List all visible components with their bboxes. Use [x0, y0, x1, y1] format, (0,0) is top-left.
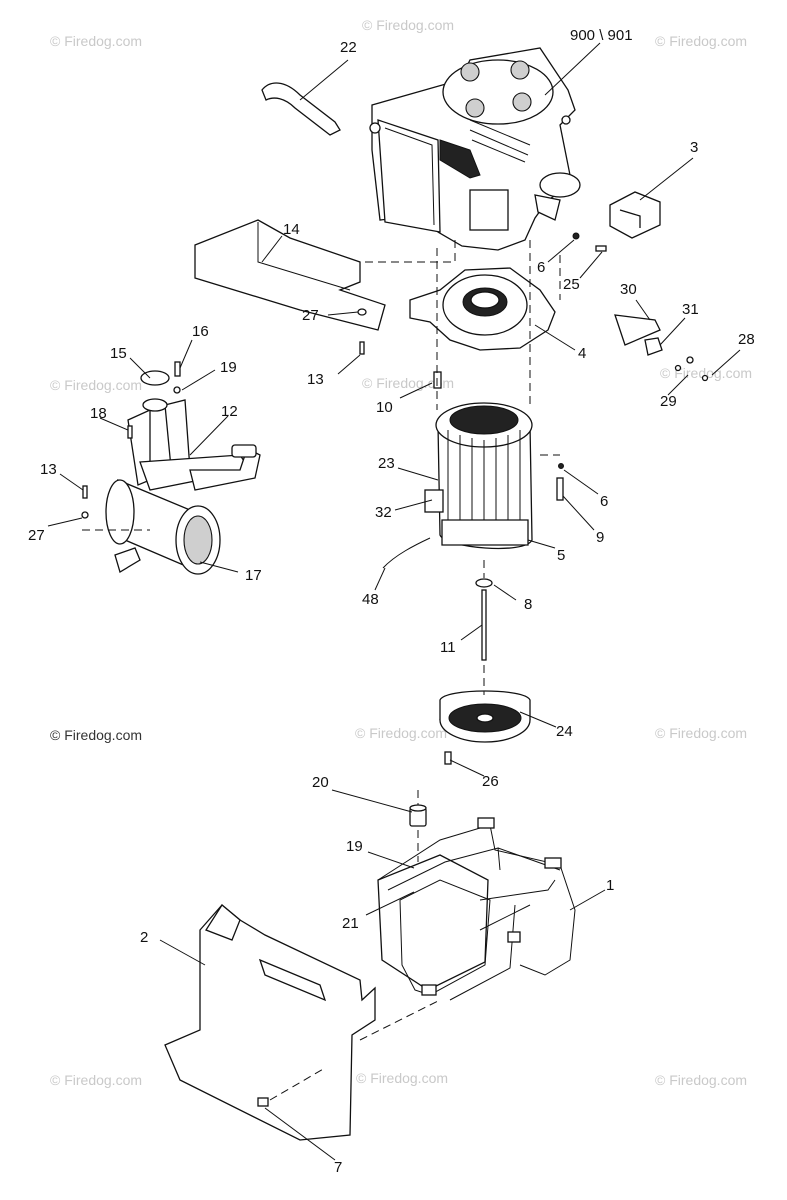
- callout-27: 27: [302, 307, 319, 324]
- watermark: © Firedog.com: [362, 375, 454, 391]
- washer: [475, 578, 493, 588]
- bolt: [359, 341, 365, 355]
- gasket: [140, 370, 170, 386]
- nut: [686, 356, 694, 364]
- callout-8: 8: [524, 596, 532, 613]
- screw: [257, 1097, 269, 1107]
- watermark: © Firedog.com: [655, 1072, 747, 1088]
- callout-24: 24: [556, 723, 573, 740]
- callout-17: 17: [245, 567, 262, 584]
- callout-4: 4: [578, 345, 586, 362]
- callout-15: 15: [110, 345, 127, 362]
- washer: [558, 463, 564, 469]
- callout-2: 2: [140, 929, 148, 946]
- callout-30: 30: [620, 281, 637, 298]
- watermark: © Firedog.com: [362, 17, 454, 33]
- callout-3: 3: [690, 139, 698, 156]
- engine-assembly: [369, 47, 581, 251]
- muffler-assembly: [105, 398, 261, 575]
- nut: [701, 374, 709, 382]
- callout-28: 28: [738, 331, 755, 348]
- callout-21: 21: [342, 915, 359, 932]
- screw: [595, 245, 607, 252]
- callout-27: 27: [28, 527, 45, 544]
- watermark: © Firedog.com: [50, 377, 142, 393]
- hose: [261, 82, 341, 136]
- callout-12: 12: [221, 403, 238, 420]
- callout-32: 32: [375, 504, 392, 521]
- nut: [674, 364, 682, 372]
- bracket-clip: [614, 314, 661, 346]
- base-panel: [164, 904, 376, 1141]
- watermark: © Firedog.com: [355, 725, 447, 741]
- callout-5: 5: [557, 547, 565, 564]
- callout-19: 19: [220, 359, 237, 376]
- callout-16: 16: [192, 323, 209, 340]
- watermark: © Firedog.com: [50, 727, 142, 743]
- watermark: © Firedog.com: [356, 1070, 448, 1086]
- callout-1: 1: [606, 877, 614, 894]
- callout-6: 6: [537, 259, 545, 276]
- through-bolt: [481, 589, 487, 661]
- clamp: [644, 337, 663, 356]
- callout-13: 13: [307, 371, 324, 388]
- washer: [173, 386, 181, 394]
- callout-25: 25: [563, 276, 580, 293]
- fan-cover: [439, 690, 531, 743]
- bolt: [556, 477, 564, 501]
- callout-29: 29: [660, 393, 677, 410]
- wire-lead: [382, 537, 431, 569]
- bolt: [82, 485, 88, 499]
- callout-20: 20: [312, 774, 329, 791]
- callout-9: 9: [596, 529, 604, 546]
- bolt: [127, 425, 133, 439]
- callout-18: 18: [90, 405, 107, 422]
- bolt: [174, 361, 181, 377]
- callout-labels: 900 \ 901 22 3 14 6 25 30 31 28 27 4 29 …: [28, 27, 755, 1176]
- leader-lines: [47, 42, 741, 1161]
- callout-31: 31: [682, 301, 699, 318]
- callout-6: 6: [600, 493, 608, 510]
- watermark-layer: © Firedog.com © Firedog.com © Firedog.co…: [50, 17, 752, 1088]
- callout-26: 26: [482, 773, 499, 790]
- washer: [357, 308, 367, 316]
- washer: [81, 511, 89, 519]
- assembly-lines: [82, 240, 561, 1101]
- callout-10: 10: [376, 399, 393, 416]
- adapter-plate: [409, 267, 556, 351]
- watermark: © Firedog.com: [655, 725, 747, 741]
- callout-engine: 900 \ 901: [570, 27, 633, 44]
- bracket: [609, 191, 661, 239]
- watermark: © Firedog.com: [50, 1072, 142, 1088]
- watermark: © Firedog.com: [655, 33, 747, 49]
- callout-19: 19: [346, 838, 363, 855]
- shroud-panel: [194, 219, 386, 331]
- screw: [444, 751, 452, 765]
- callout-13: 13: [40, 461, 57, 478]
- watermark: © Firedog.com: [50, 33, 142, 49]
- callout-22: 22: [340, 39, 357, 56]
- generator-stator: [424, 402, 533, 550]
- washer: [572, 232, 580, 240]
- callout-11: 11: [440, 639, 456, 656]
- callout-14: 14: [283, 221, 300, 238]
- watermark: © Firedog.com: [660, 365, 752, 381]
- callout-7: 7: [334, 1159, 342, 1176]
- callout-23: 23: [378, 455, 395, 472]
- callout-48: 48: [362, 591, 379, 608]
- tube-frame: [377, 817, 576, 1001]
